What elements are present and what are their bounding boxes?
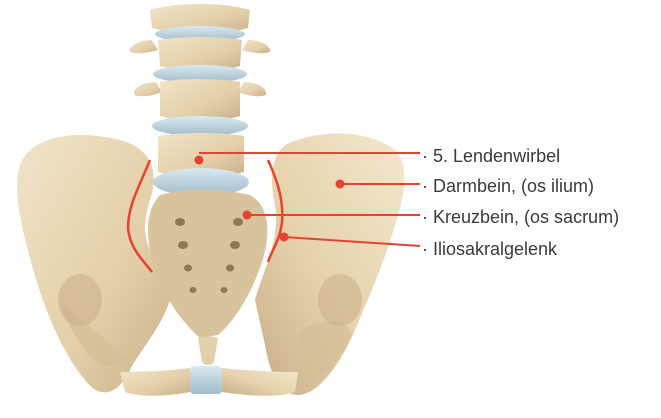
- label-lendenwirbel: · 5. Lendenwirbel: [422, 145, 560, 167]
- leader-dot-darmbein: [336, 180, 345, 189]
- left-acetabulum: [58, 274, 102, 326]
- right-ilium: [255, 134, 404, 396]
- leader-dot-iliosakralgelenk: [280, 233, 289, 242]
- pubic-symphysis: [120, 366, 298, 396]
- label-kreuzbein: · Kreuzbein, (os sacrum): [422, 206, 619, 228]
- label-iliosakralgelenk: · Iliosakralgelenk: [422, 238, 557, 260]
- label-darmbein: · Darmbein, (os ilium): [422, 175, 594, 197]
- leader-dot-lendenwirbel: [195, 156, 204, 165]
- right-acetabulum: [318, 274, 362, 326]
- left-ilium: [17, 135, 170, 392]
- leader-dot-kreuzbein: [243, 211, 252, 220]
